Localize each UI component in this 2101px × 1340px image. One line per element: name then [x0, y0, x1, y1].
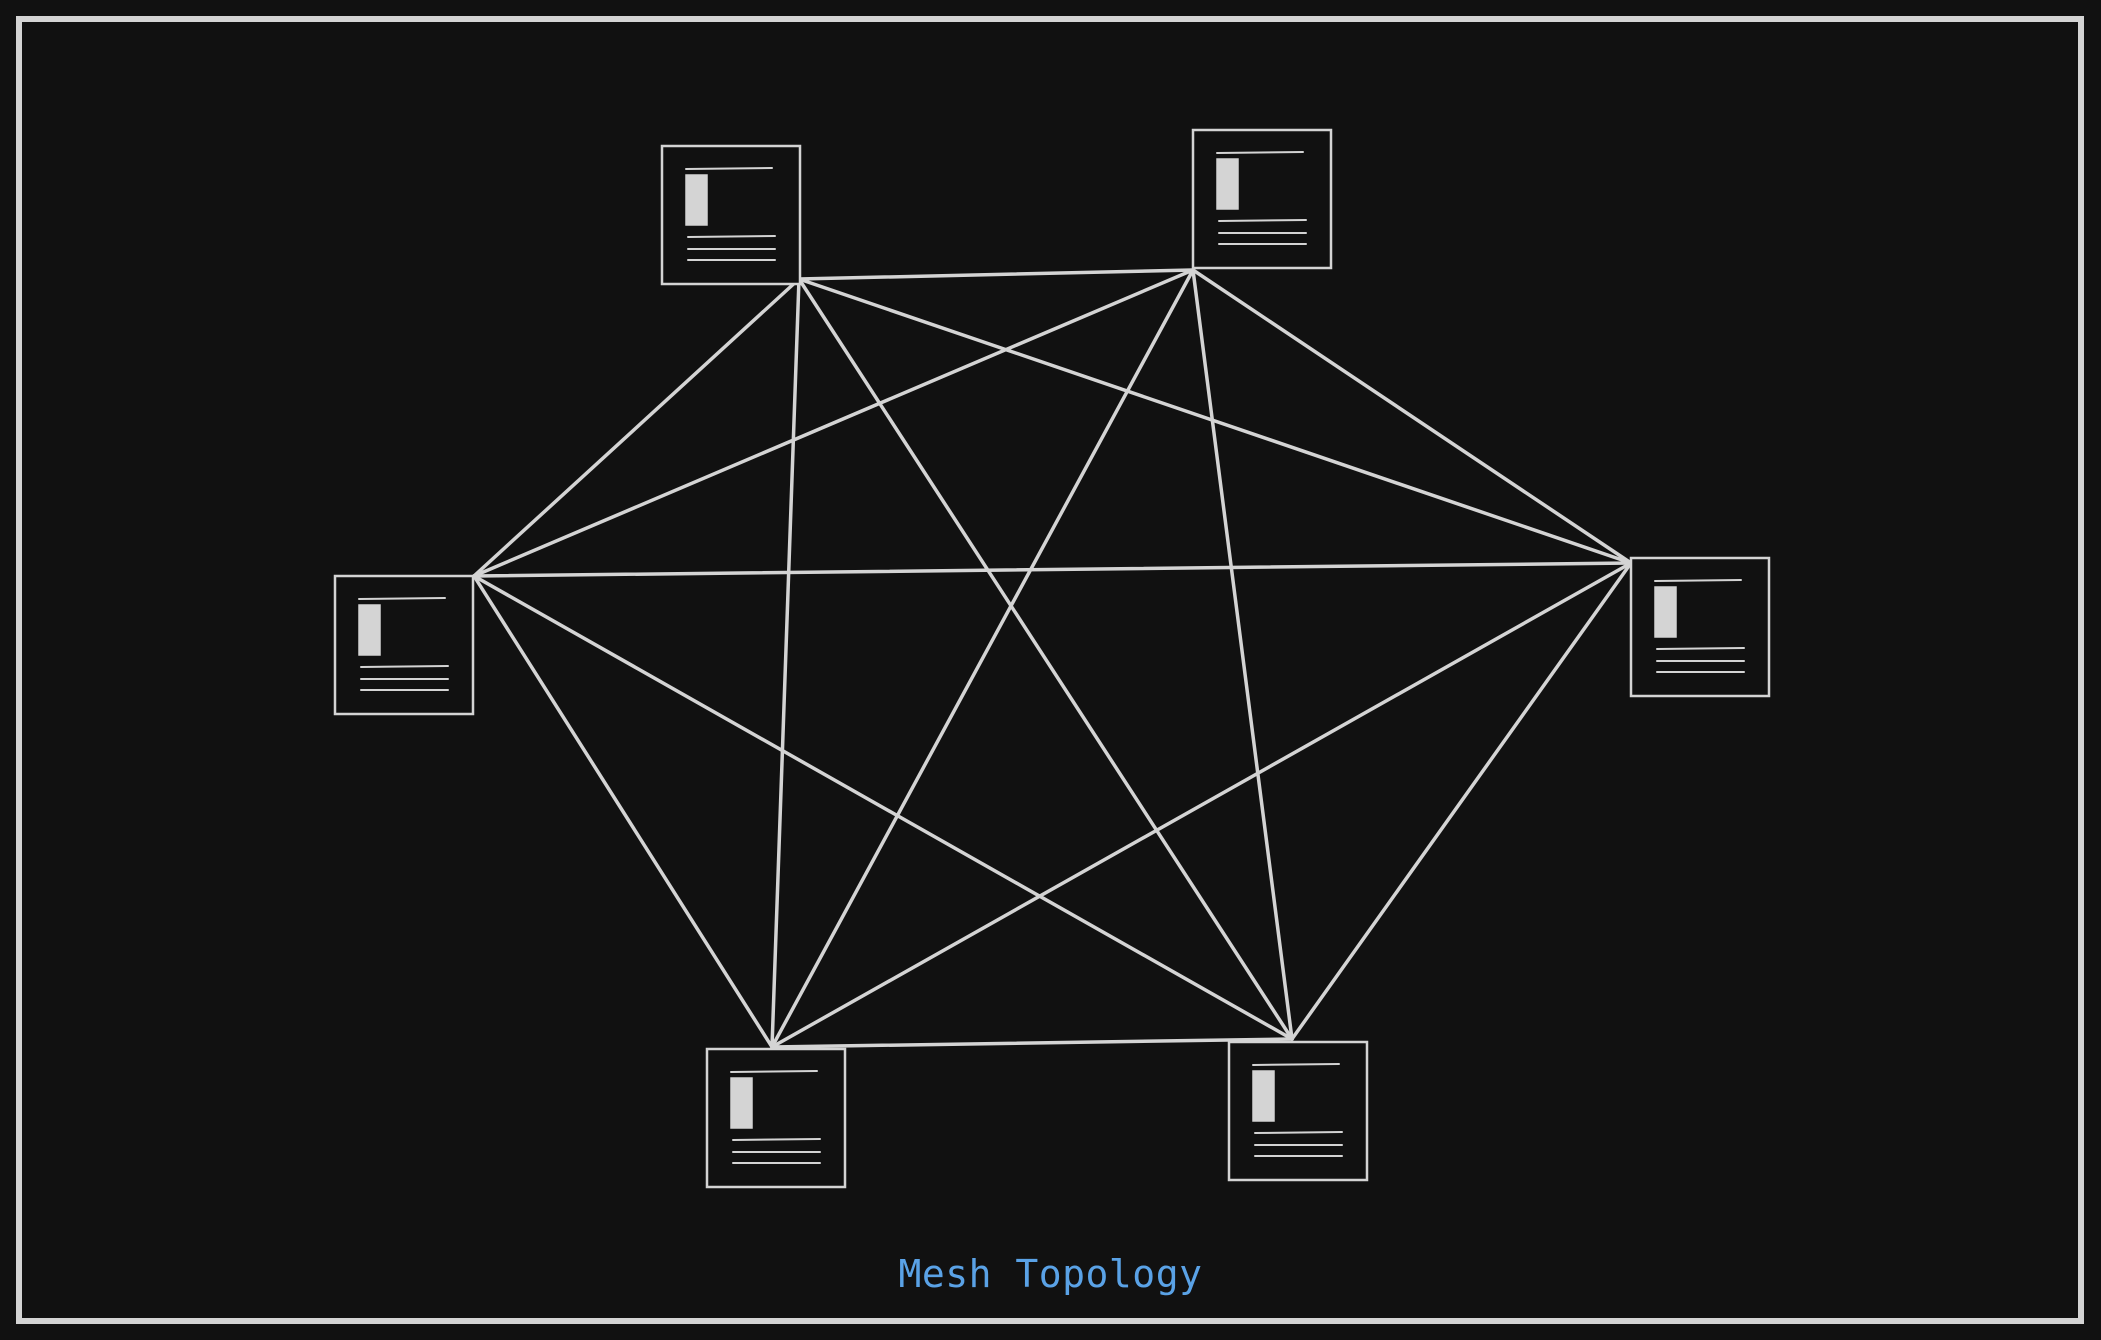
connection-top-left-left	[472, 277, 801, 578]
node-bottom-right[interactable]	[1227, 1040, 1369, 1182]
computer-icon	[1654, 579, 1745, 673]
connection-top-right-bottom-left	[770, 268, 1195, 1049]
node-top-left[interactable]	[660, 144, 802, 286]
computer-icon	[1216, 151, 1307, 245]
node-bottom-left[interactable]	[705, 1047, 847, 1189]
connection-left-right	[472, 561, 1633, 578]
connection-bottom-left-bottom-right	[770, 1037, 1294, 1049]
connection-top-left-bottom-left	[770, 277, 801, 1049]
diagram-caption: Mesh Topology	[898, 1252, 1203, 1296]
connection-top-right-bottom-right	[1191, 268, 1294, 1041]
connection-top-right-left	[472, 268, 1195, 578]
computer-icon	[358, 597, 449, 691]
connection-right-bottom-right	[1290, 561, 1633, 1041]
node-right[interactable]	[1629, 556, 1771, 698]
computer-icon	[730, 1070, 821, 1164]
computer-icon	[1252, 1063, 1343, 1157]
connection-right-bottom-left	[770, 561, 1633, 1049]
connection-left-bottom-right	[472, 574, 1294, 1041]
node-top-right[interactable]	[1191, 128, 1333, 270]
connections	[472, 268, 1633, 1049]
connection-top-left-top-right	[797, 268, 1195, 281]
connection-top-right-right	[1191, 268, 1633, 565]
connection-left-bottom-left	[472, 574, 774, 1049]
nodes	[333, 128, 1771, 1189]
node-left[interactable]	[333, 574, 475, 716]
connection-top-left-bottom-right	[797, 277, 1294, 1041]
computer-icon	[685, 167, 776, 261]
connection-top-left-right	[797, 277, 1633, 565]
outer-frame	[16, 16, 2084, 1324]
